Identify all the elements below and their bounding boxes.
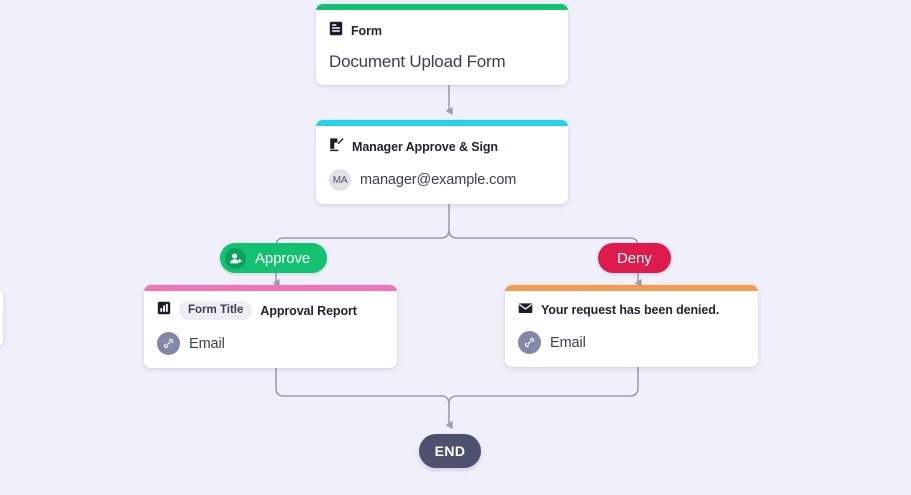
branch-badge-approve[interactable]: Approve	[220, 243, 328, 273]
node-header-label: Form	[351, 24, 382, 38]
user-add-icon	[225, 247, 246, 269]
node-assignee-row: MA manager@example.com	[329, 169, 555, 191]
link-icon	[157, 332, 180, 355]
channel-label: Email	[550, 334, 586, 351]
bar-chart-icon	[157, 301, 171, 320]
end-node[interactable]: END	[419, 434, 481, 468]
node-approval-report[interactable]: Form Title Approval Report Email	[144, 285, 397, 368]
node-header-label: Approval Report	[260, 303, 357, 318]
node-header: Manager Approve & Sign	[329, 137, 555, 157]
node-manager-approve-sign[interactable]: Manager Approve & Sign MA manager@exampl…	[316, 120, 568, 204]
branch-badge-label: Approve	[255, 249, 311, 267]
node-main-text: Document Upload Form	[329, 52, 506, 71]
node-header: Form Title Approval Report	[157, 301, 384, 320]
node-accent-bar	[144, 285, 397, 291]
offscreen-node-sliver	[0, 290, 3, 346]
node-header-label: Your request has been denied.	[541, 303, 720, 317]
node-channel-row: Email	[157, 332, 384, 355]
link-icon	[518, 331, 541, 354]
node-form[interactable]: Form Document Upload Form	[316, 4, 568, 85]
node-header: Your request has been denied.	[518, 301, 745, 319]
node-request-denied[interactable]: Your request has been denied. Email	[505, 285, 758, 367]
approve-sign-icon	[329, 137, 344, 157]
form-title-tag: Form Title	[179, 301, 253, 320]
branch-badge-label: Deny	[617, 249, 652, 267]
node-header: Form	[329, 21, 555, 41]
envelope-icon	[518, 301, 533, 319]
node-header-label: Manager Approve & Sign	[352, 140, 498, 154]
form-document-icon	[329, 21, 343, 41]
assignee-email: manager@example.com	[360, 172, 517, 188]
branch-badge-deny[interactable]: Deny	[598, 243, 671, 273]
node-channel-row: Email	[518, 331, 745, 354]
node-accent-bar	[316, 4, 568, 10]
node-accent-bar	[505, 285, 758, 291]
channel-label: Email	[189, 335, 225, 352]
avatar: MA	[329, 169, 351, 191]
node-accent-bar	[316, 120, 568, 126]
end-label: END	[434, 443, 466, 459]
